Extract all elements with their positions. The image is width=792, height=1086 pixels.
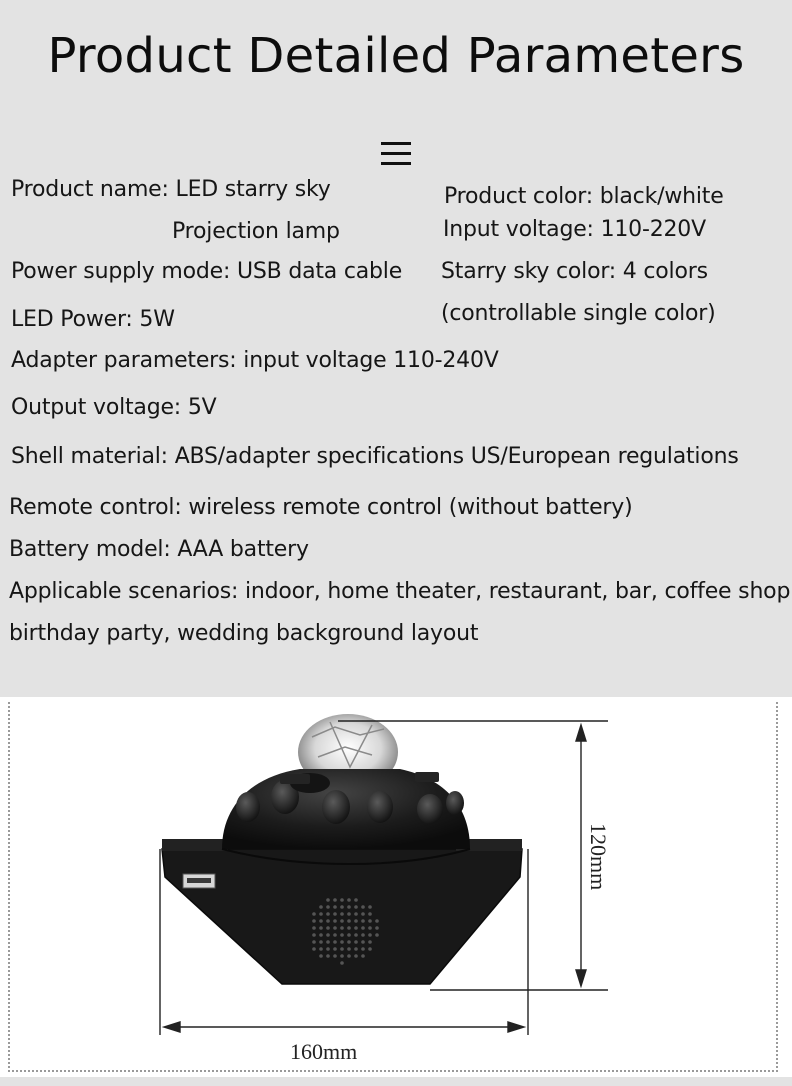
width-dimension [159, 849, 529, 1035]
dimension-frame [8, 702, 778, 1072]
speaker-grille-icon [312, 898, 379, 965]
param-battery-model: Battery model: AAA battery [9, 537, 309, 562]
param-scenarios-cont: birthday party, wedding background layou… [9, 621, 479, 646]
param-remote-control: Remote control: wireless remote control … [9, 495, 633, 520]
param-adapter: Adapter parameters: input voltage 110-24… [11, 348, 499, 373]
param-shell-material: Shell material: ABS/adapter specificatio… [11, 444, 739, 469]
page-title: Product Detailed Parameters [47, 28, 745, 84]
param-product-name-cont: Projection lamp [172, 219, 340, 244]
param-product-color: Product color: black/white [444, 184, 724, 209]
menu-icon [381, 142, 411, 166]
width-label: 160mm [290, 1039, 357, 1064]
param-starry-color: Starry sky color: 4 colors [441, 259, 708, 284]
param-output-voltage: Output voltage: 5V [11, 395, 217, 420]
height-label: 120mm [586, 823, 611, 890]
parameters-section: Product Detailed Parameters Product name… [9, 28, 791, 646]
height-dimension [338, 720, 608, 991]
param-starry-color-cont: (controllable single color) [441, 301, 716, 326]
param-power-supply: Power supply mode: USB data cable [11, 259, 403, 284]
dome-bumps [236, 773, 464, 824]
product-dimension-drawing: 120mm 160mm [159, 714, 611, 1064]
bottom-strip [0, 1077, 792, 1086]
param-scenarios: Applicable scenarios: indoor, home theat… [9, 579, 791, 604]
param-product-name: Product name: LED starry sky [11, 177, 331, 202]
param-led-power: LED Power: 5W [11, 307, 175, 332]
param-input-voltage: Input voltage: 110-220V [443, 217, 706, 242]
usb-port-icon [182, 873, 216, 889]
